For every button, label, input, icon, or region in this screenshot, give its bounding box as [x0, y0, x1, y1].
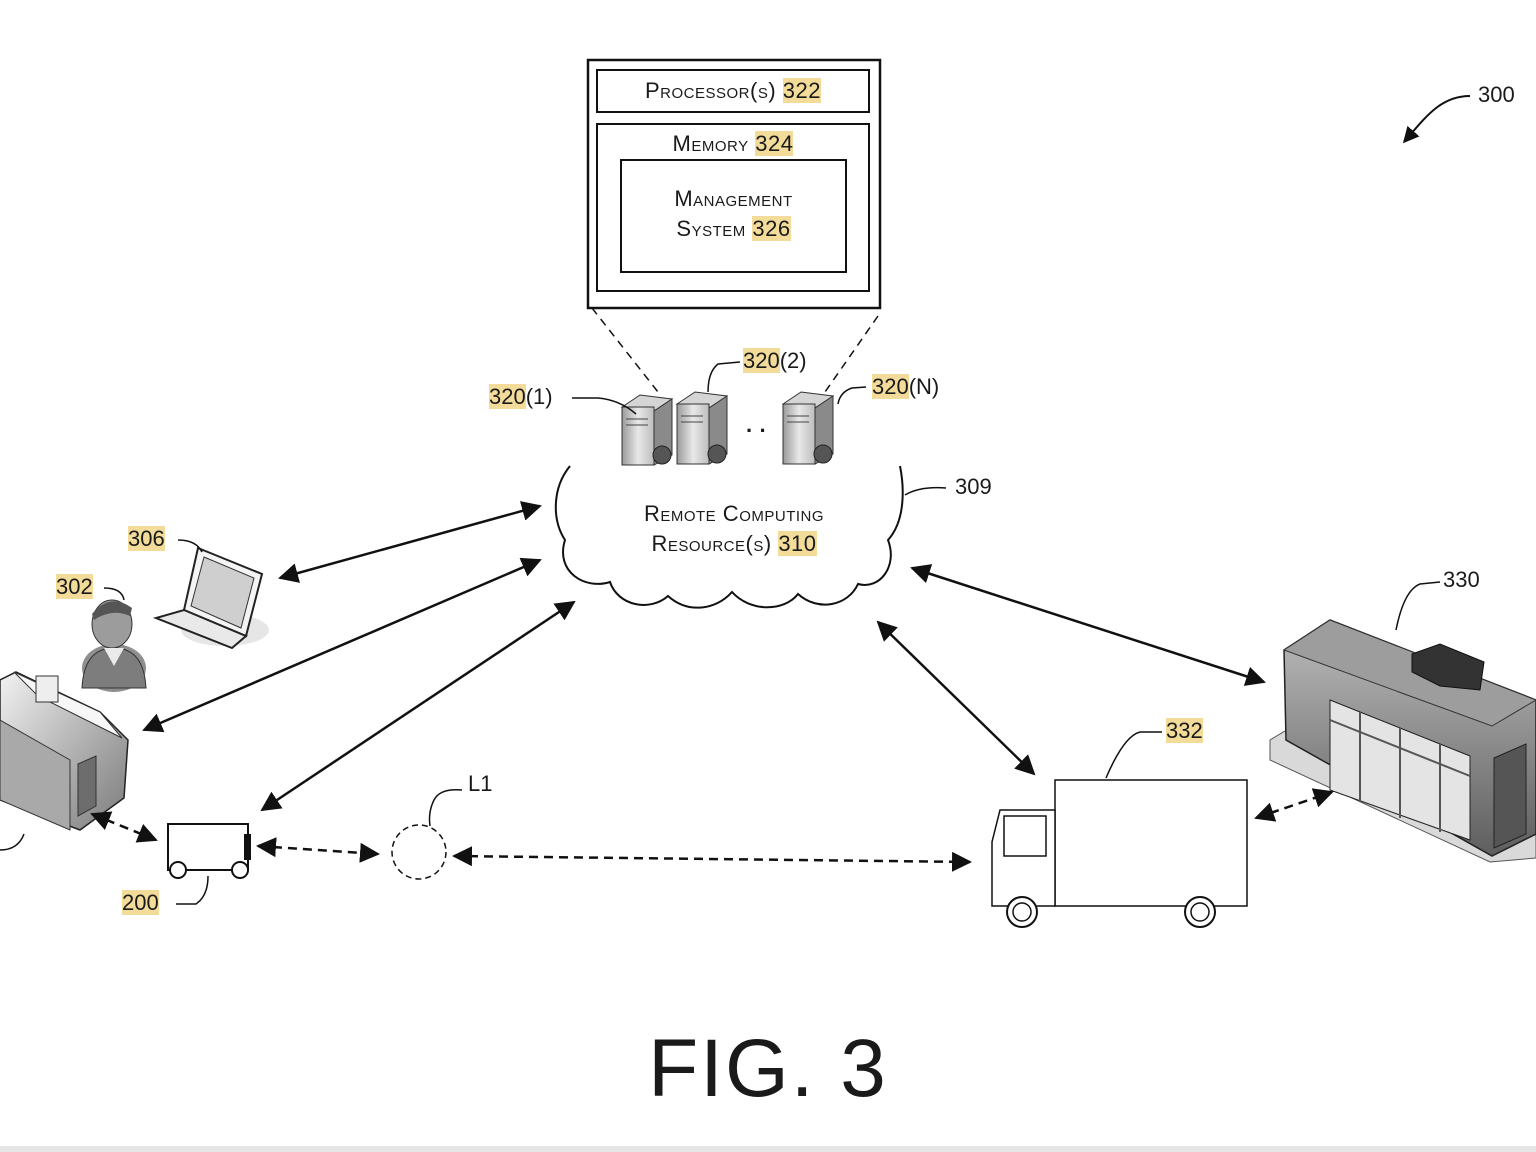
management-system-text: System — [676, 216, 746, 241]
truck-leader — [1105, 731, 1162, 779]
link-cloud-facility — [910, 564, 1266, 686]
server-n-ref: 320 — [872, 374, 909, 399]
cloud-line2: Resource(s) 310 — [584, 529, 884, 559]
truck-icon — [991, 779, 1248, 928]
vehicle-ref: 200 — [122, 890, 159, 915]
link-vehicle-cloud — [260, 600, 576, 812]
cloud-ref: 310 — [778, 531, 817, 556]
delivery-vehicle-icon — [167, 823, 251, 879]
memory-label: Memory 324 — [597, 129, 869, 159]
location-l1-marker — [391, 824, 447, 880]
cloud-line1: Remote Computing — [643, 501, 825, 526]
user-icon — [81, 599, 147, 692]
vehicle-leader — [176, 875, 209, 905]
server-2-suffix: (2) — [779, 348, 807, 373]
facility-building-icon — [1269, 619, 1536, 863]
link-laptop-cloud — [278, 501, 542, 583]
facility-label: 330 — [1443, 567, 1480, 592]
facility-leader — [1395, 581, 1441, 631]
user-ref: 302 — [56, 574, 93, 599]
management-system-label: Management System 326 — [621, 184, 846, 244]
cloud-shape — [554, 465, 904, 609]
memory-ref: 324 — [755, 131, 794, 156]
truck-label: 332 — [1166, 718, 1203, 743]
server-n-suffix: (N) — [908, 374, 940, 399]
server-n-label: 320(N) — [872, 374, 940, 399]
management-line1: Management — [674, 186, 793, 211]
server-1-leader — [572, 397, 637, 415]
house-leader — [0, 833, 25, 851]
cloud-ref-leader — [904, 486, 947, 496]
link-truck-facility — [1254, 788, 1334, 822]
server-icon — [781, 391, 835, 465]
server-1-suffix: (1) — [525, 384, 553, 409]
laptop-ref: 306 — [128, 526, 165, 551]
processor-text: Processor(s) — [644, 78, 777, 103]
location-leader — [428, 788, 463, 827]
laptop-icon — [152, 546, 269, 650]
callout-dash-left — [591, 307, 659, 393]
user-leader — [103, 587, 125, 601]
processor-label: Processor(s) 322 — [597, 76, 869, 106]
server-ellipsis: · · — [746, 418, 767, 443]
processor-ref: 322 — [782, 78, 822, 103]
server-icon — [620, 394, 674, 466]
vehicle-label: 200 — [122, 890, 159, 915]
server-1-ref: 320 — [489, 384, 526, 409]
bottom-strip — [0, 1146, 1536, 1152]
figure-ref-label: 300 — [1478, 82, 1515, 107]
cloud-label: Remote Computing Resource(s) 310 — [584, 499, 884, 559]
server-detail-box — [586, 58, 882, 310]
user-label: 302 — [56, 574, 93, 599]
cloud-ref-label: 309 — [955, 474, 992, 499]
laptop-leader — [177, 539, 203, 553]
link-cloud-truck — [876, 620, 1036, 776]
management-system-ref: 326 — [752, 216, 791, 241]
callout-dash-right — [824, 315, 879, 393]
laptop-label: 306 — [128, 526, 165, 551]
figure-ref-arrow — [1402, 95, 1471, 144]
cloud-line2-text: Resource(s) — [651, 531, 772, 556]
server-n-leader — [837, 386, 867, 405]
management-line2: System 326 — [621, 214, 846, 244]
location-label: L1 — [468, 771, 493, 796]
house-icon — [0, 671, 129, 831]
server-2-leader — [707, 361, 741, 393]
memory-text: Memory — [672, 131, 749, 156]
figure-caption: FIG. 3 — [648, 1023, 888, 1114]
server-2-ref: 320 — [743, 348, 780, 373]
truck-ref: 332 — [1166, 718, 1203, 743]
server-2-label: 320(2) — [743, 348, 807, 373]
server-icon — [675, 391, 729, 465]
link-location-truck — [452, 846, 972, 872]
server-1-label: 320(1) — [489, 384, 553, 409]
link-house-vehicle — [90, 811, 158, 843]
link-vehicle-location — [256, 837, 380, 863]
